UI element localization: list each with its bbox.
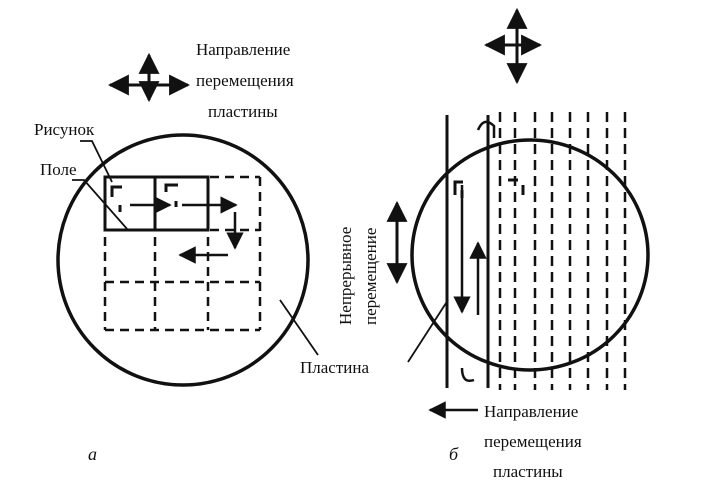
direction-label-a-line3: пластины <box>208 102 278 121</box>
panel-a-caption: а <box>88 444 97 464</box>
step-arrows <box>130 196 244 264</box>
panel-b-caption: б <box>449 444 459 464</box>
field-grid <box>103 175 262 332</box>
field-label: Поле <box>40 160 77 179</box>
direction-label-b-line1: Направление <box>484 402 578 421</box>
leader-lines-a <box>72 140 319 356</box>
cross-arrows-icon <box>107 52 191 103</box>
panel-b: Непрерывное перемещение <box>336 7 650 481</box>
cross-arrows-icon-b <box>483 7 543 85</box>
direction-label-a-line2: перемещения <box>196 71 294 90</box>
panel-a: Направление перемещения пластины <box>34 40 369 464</box>
wafer-circle-b <box>410 138 650 372</box>
leader-line-b <box>407 299 449 363</box>
pattern-label: Рисунок <box>34 120 95 139</box>
continuous-motion-label-line2: перемещение <box>361 228 380 325</box>
continuous-motion-label-line1: Непрерывное <box>336 227 355 325</box>
scan-path-arrows <box>453 120 496 382</box>
direction-label-b-line3: пластины <box>493 462 563 481</box>
pattern-marks <box>110 183 178 212</box>
wafer-label: Пластина <box>300 358 369 377</box>
wafer-circle-a <box>56 133 310 387</box>
direction-label-a-line1: Направление <box>196 40 290 59</box>
direction-label-b-line2: перемещения <box>484 432 582 451</box>
continuous-motion-label: Непрерывное перемещение <box>336 227 380 325</box>
scan-lines-dashed <box>498 112 627 390</box>
scan-lines-solid <box>445 115 490 388</box>
pattern-marks-b <box>453 178 525 198</box>
